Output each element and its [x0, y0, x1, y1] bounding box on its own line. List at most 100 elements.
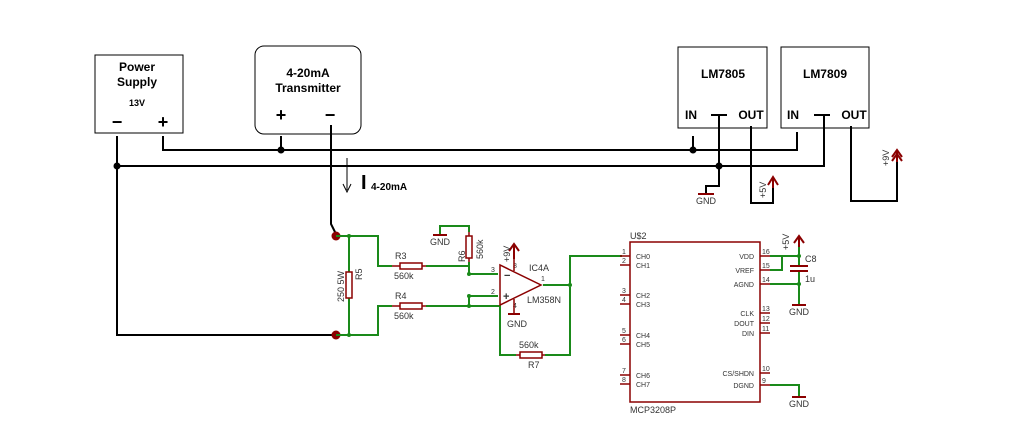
v5-symbol-adc: +5V	[781, 234, 805, 250]
lm7809-name: LM7809	[803, 67, 847, 81]
resistor-r6: R6 560k	[457, 232, 485, 262]
adc-left-pin-number: 8	[622, 377, 626, 384]
r4-name: R4	[395, 291, 407, 301]
r6-value: 560k	[475, 239, 485, 259]
opamp-pin8-label: 8	[513, 263, 517, 270]
adc-left-pin-name: CH5	[636, 342, 650, 349]
opamp-minus-input: −	[504, 270, 510, 282]
adc-right-pin-number: 10	[762, 366, 770, 373]
reg1-v5-label: +5V	[758, 182, 768, 198]
lm7805-in-pin: IN	[685, 108, 697, 122]
adc-left-pin-name: CH3	[636, 302, 650, 309]
adc-right-pin-number: 12	[762, 316, 770, 323]
gnd-r6-label: GND	[430, 237, 451, 247]
r4-value: 560k	[394, 311, 414, 321]
adc-right-pin-number: 13	[762, 306, 770, 313]
adc-right-pin-number: 11	[762, 326, 769, 333]
gnd-symbol-7805: GND	[696, 193, 717, 206]
power-supply-plus-terminal: +	[158, 112, 169, 132]
transmitter-title-line2: Transmitter	[275, 81, 341, 95]
power-supply-minus-terminal: −	[112, 112, 123, 132]
v5-symbol-7805: +5V	[758, 175, 779, 198]
adc-left-pin-number: 4	[622, 297, 626, 304]
regulator-lm7805: LM7805 IN OUT	[677, 46, 768, 129]
adc-left-pin-name: CH4	[636, 333, 650, 340]
transmitter-title-line1: 4-20mA	[286, 66, 330, 80]
capacitor-c8: C8 1u	[790, 254, 817, 284]
adc-left-pin-number: 3	[622, 288, 626, 295]
gnd-symbol-cap: GND	[789, 304, 810, 317]
power-supply-title-line1: Power	[119, 60, 155, 74]
adc-part: MCP3208P	[630, 405, 676, 415]
r6-name: R6	[457, 250, 467, 262]
gnd-cap-label: GND	[789, 307, 810, 317]
lm7809-in-pin: IN	[787, 108, 799, 122]
opamp-supply-label: +9V	[502, 246, 512, 262]
c8-name: C8	[805, 254, 817, 264]
gnd-dgnd-label: GND	[789, 399, 810, 409]
adc-right-pin-name: DGND	[733, 383, 754, 390]
adc-mcp3208: U$2 MCP3208P 1CH02CH13CH24CH35CH46CH57CH…	[620, 231, 770, 415]
transmitter: 4-20mA Transmitter + −	[254, 45, 362, 135]
adc-right-pin-name: DIN	[742, 331, 754, 338]
opamp-part: LM358N	[527, 295, 561, 305]
adc-right-pin-name: VREF	[735, 268, 754, 275]
resistor-r4: R4 560k	[392, 291, 426, 321]
reg2-v9-label: +9V	[881, 150, 891, 166]
adc-left-pin-number: 6	[622, 337, 626, 344]
adc-right-pin-number: 15	[762, 263, 770, 270]
c8-value: 1u	[805, 274, 815, 284]
opamp-pin1-label: 1	[541, 276, 545, 283]
v9-symbol-7809: +9V	[881, 148, 903, 166]
current-label-sub: 4-20mA	[371, 182, 407, 193]
gnd-symbol-r6: GND	[430, 234, 451, 247]
adc-right-pin-name: VDD	[739, 254, 754, 261]
gnd-symbol-dgnd: GND	[789, 396, 810, 409]
transmitter-minus-terminal: −	[325, 105, 336, 125]
opamp-gnd-label: GND	[507, 319, 528, 329]
resistor-r7: 560k R7	[516, 340, 545, 370]
adc-right-pin-number: 9	[762, 378, 766, 385]
opamp-ref: IC4A	[529, 263, 549, 273]
r7-name: R7	[528, 360, 540, 370]
adc-left-pin-number: 5	[622, 328, 626, 335]
r7-value: 560k	[519, 340, 539, 350]
adc-v5-label: +5V	[781, 234, 791, 250]
lm7805-out-pin: OUT	[738, 108, 764, 122]
transmitter-plus-terminal: +	[276, 105, 287, 125]
adc-left-pin-number: 1	[622, 249, 626, 256]
adc-right-pin-name: DOUT	[734, 321, 755, 328]
adc-left-pin-name: CH0	[636, 254, 650, 261]
green-wiring	[336, 225, 801, 396]
adc-right-pin-number: 14	[762, 277, 770, 284]
opamp-plus-input: +	[503, 291, 509, 303]
opamp-pin4-label: 4	[513, 303, 517, 310]
lm7809-out-pin: OUT	[841, 108, 867, 122]
gnd-7805-label: GND	[696, 196, 717, 206]
adc-right-pin-name: AGND	[734, 282, 754, 289]
power-supply-title-line2: Supply	[117, 75, 157, 89]
r5-value: 250 5W	[336, 270, 346, 302]
adc-left-pin-name: CH7	[636, 382, 650, 389]
lm7805-name: LM7805	[701, 67, 745, 81]
opamp-lm358: − + 3 2 1 8 4 IC4A LM358N +9V GND	[491, 242, 561, 329]
adc-right-pin-name: CLK	[740, 311, 754, 318]
power-supply: Power Supply 13V − +	[94, 54, 184, 134]
current-label-main: I	[361, 172, 367, 194]
adc-right-pin-name: CS/SHDN	[722, 371, 754, 378]
resistor-r3: R3 560k	[392, 251, 426, 281]
adc-left-pin-name: CH6	[636, 373, 650, 380]
power-supply-voltage: 13V	[129, 98, 145, 108]
adc-left-pin-number: 7	[622, 368, 626, 375]
adc-right-pin-number: 16	[762, 249, 770, 256]
opamp-pin2-label: 2	[491, 289, 495, 296]
adc-left-pin-number: 2	[622, 258, 626, 265]
adc-left-pin-name: CH1	[636, 263, 650, 270]
resistor-r5: 250 5W R5	[336, 268, 364, 302]
adc-ref: U$2	[630, 231, 647, 241]
r3-value: 560k	[394, 271, 414, 281]
r3-name: R3	[395, 251, 407, 261]
